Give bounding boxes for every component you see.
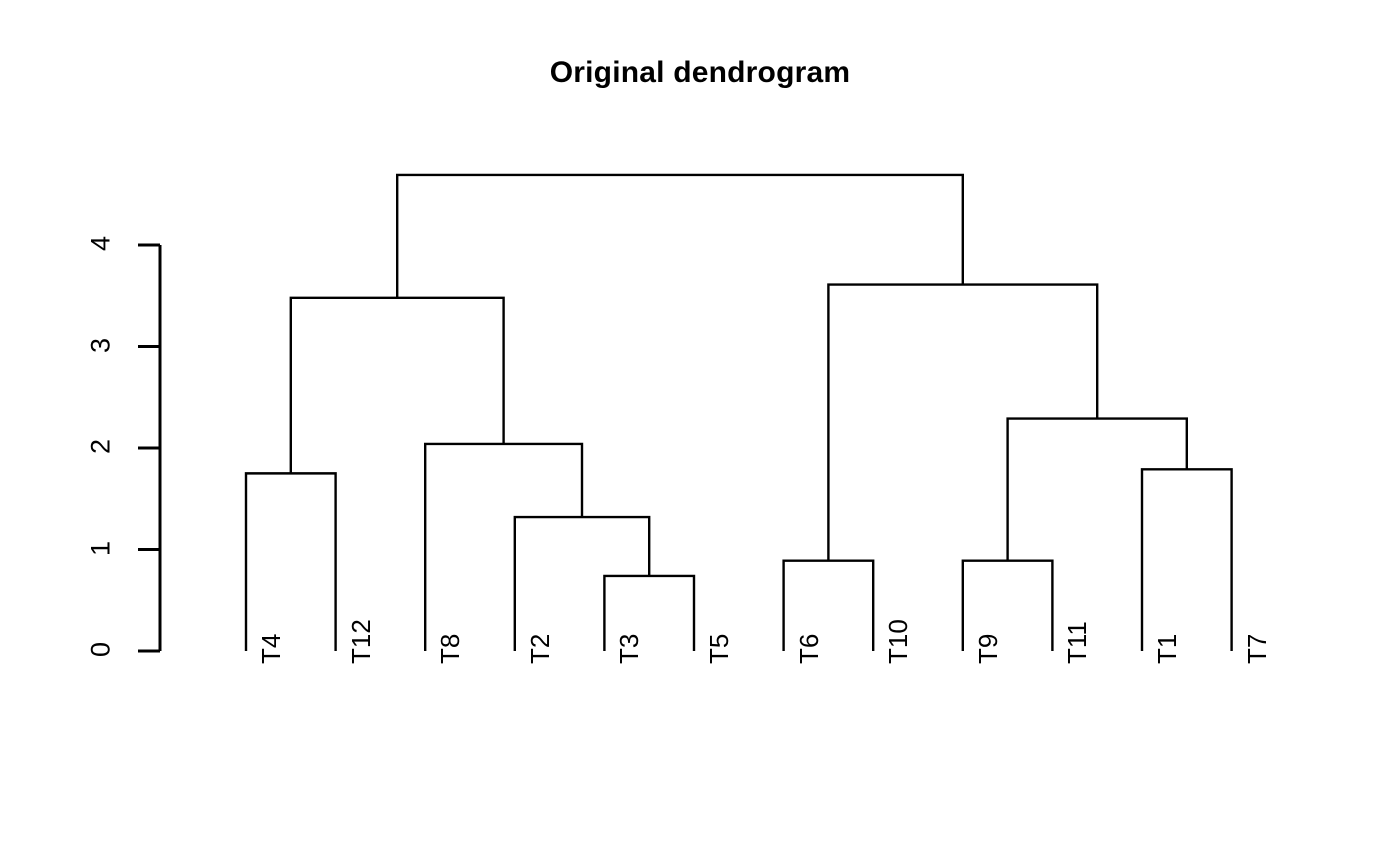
dendrogram-link-m10 — [827, 283, 1099, 561]
dendrogram-link-m4 — [513, 515, 651, 651]
y-axis-tick-label: 3 — [85, 337, 116, 353]
leaf-label-t12: T12 — [345, 619, 376, 664]
leaf-label-t8: T8 — [435, 633, 466, 664]
dendrogram-tree — [244, 173, 1233, 651]
leaf-label-t11: T11 — [1062, 621, 1093, 664]
leaf-label-t3: T3 — [614, 633, 645, 664]
y-axis-tick-label: 1 — [85, 540, 116, 556]
page-title: Original dendrogram — [549, 56, 851, 89]
dendrogram-link-m8 — [1006, 417, 1188, 561]
dendrogram-link-m6 — [1140, 468, 1233, 651]
leaf-label-t6: T6 — [793, 633, 824, 664]
leaf-label-t2: T2 — [524, 633, 555, 664]
dendrogram-link-m9 — [289, 296, 505, 474]
leaf-label-t5: T5 — [704, 633, 734, 664]
leaf-label-t1: T1 — [1152, 633, 1182, 664]
y-axis-tick-label: 0 — [85, 641, 116, 658]
dendrogram-link-m5 — [244, 472, 337, 651]
y-axis-tick-label: 4 — [85, 235, 116, 252]
dendrogram-link-m7 — [424, 442, 584, 651]
leaf-label-t7: T7 — [1241, 633, 1272, 664]
y-axis — [138, 243, 162, 653]
leaf-label-t9: T9 — [972, 633, 1003, 664]
y-axis-tick-label: 2 — [85, 438, 116, 455]
dendrogram-link-m11 — [396, 173, 964, 298]
leaf-label-t4: T4 — [256, 633, 286, 664]
leaf-label-t10: T10 — [883, 619, 914, 664]
